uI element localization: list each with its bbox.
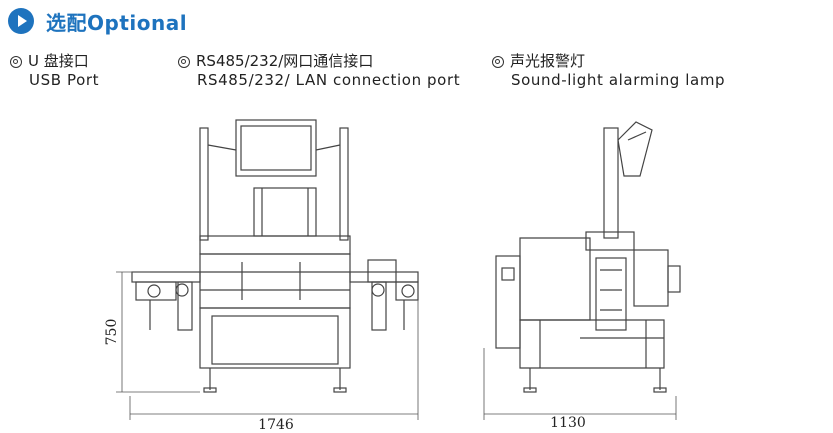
option-cn-label: RS485/232/网口通信接口 bbox=[196, 52, 374, 70]
option-usb-port: U 盘接口 USB Port bbox=[10, 52, 99, 90]
option-cn-label: 声光报警灯 bbox=[510, 52, 586, 70]
option-en-label: Sound-light alarming lamp bbox=[511, 71, 726, 89]
section-title: 选配Optional bbox=[46, 10, 188, 35]
option-en-label: USB Port bbox=[29, 71, 100, 89]
option-alarm-lamp: 声光报警灯 Sound-light alarming lamp bbox=[492, 52, 725, 90]
side-view bbox=[495, 121, 681, 393]
bullet-icon bbox=[492, 55, 504, 68]
option-en-label: RS485/232/ LAN connection port bbox=[197, 71, 461, 89]
bullet-icon bbox=[178, 55, 190, 68]
option-communication-port: RS485/232/网口通信接口 RS485/232/ LAN connecti… bbox=[178, 52, 460, 90]
front-view bbox=[131, 119, 419, 393]
section-header: 选配Optional bbox=[8, 8, 188, 35]
option-cn-label: U 盘接口 bbox=[28, 52, 89, 70]
bullet-icon bbox=[10, 55, 22, 68]
dimension-lines bbox=[116, 271, 677, 420]
height-dimension-label: 750 bbox=[104, 319, 120, 346]
front-width-dimension-label: 1746 bbox=[258, 417, 294, 433]
play-icon bbox=[8, 8, 34, 34]
side-width-dimension-label: 1130 bbox=[550, 415, 586, 431]
